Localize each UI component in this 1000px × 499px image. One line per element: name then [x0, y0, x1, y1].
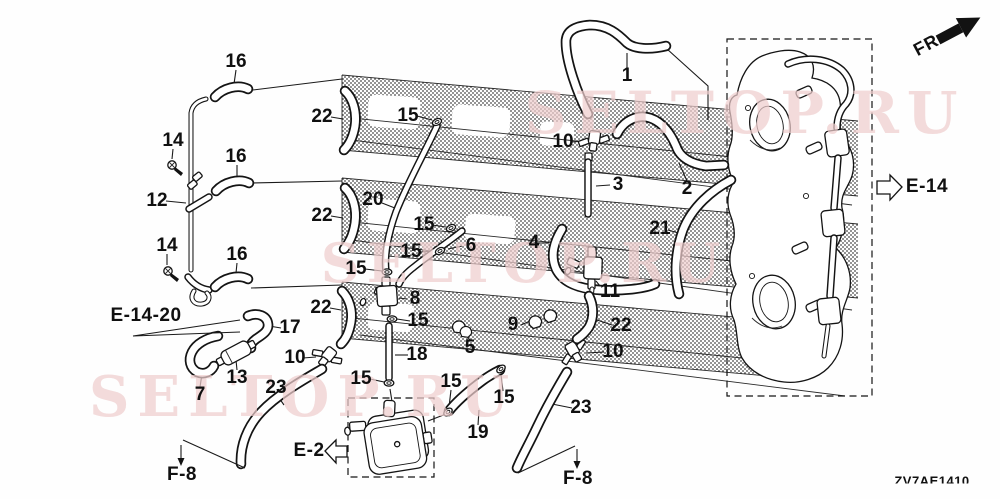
callout-16: 16 [225, 51, 247, 72]
hose-4 [547, 223, 661, 296]
ref-label-e-2: E-2 [293, 440, 325, 461]
callout-5: 5 [464, 337, 476, 358]
engine-assembly [727, 49, 855, 384]
hose-22-group [335, 85, 361, 350]
hose-7 [184, 330, 224, 379]
callout-15: 15 [493, 387, 515, 408]
callout-8: 8 [409, 288, 421, 309]
ref-label-e-14-20: E-14-20 [110, 305, 182, 326]
figure-code: ZV7AE1410 [894, 474, 970, 484]
valve-13 [215, 339, 257, 367]
callout-23: 23 [265, 377, 287, 398]
callout-21: 21 [649, 218, 671, 239]
callout-9: 9 [507, 314, 519, 335]
joint-8 [359, 276, 399, 316]
ref-label-f-8: F-8 [167, 464, 197, 485]
callout-15: 15 [413, 214, 435, 235]
callout-10: 10 [602, 341, 624, 362]
callout-15: 15 [350, 368, 372, 389]
callout-22: 22 [311, 106, 333, 127]
callout-15: 15 [397, 105, 419, 126]
ref-label-e-14: E-14 [905, 176, 949, 197]
callout-22: 22 [310, 297, 332, 318]
callout-4: 4 [528, 232, 540, 253]
hose-23-right [511, 366, 573, 474]
screw-14 [163, 266, 179, 282]
callout-11: 11 [599, 281, 621, 302]
callout-17: 17 [279, 317, 301, 338]
hose-1 [560, 19, 672, 120]
callout-15: 15 [400, 241, 422, 262]
callout-7: 7 [194, 384, 206, 405]
f8-arrow-right [517, 445, 581, 474]
hose-23-left [235, 363, 328, 470]
callout-14: 14 [162, 130, 184, 151]
screw-14 [167, 160, 183, 176]
f8-arrow-left [177, 439, 246, 469]
callout-20: 20 [362, 189, 384, 210]
ref-label-f-8: F-8 [563, 468, 593, 489]
hose-19 [443, 364, 506, 417]
callout-22: 22 [610, 315, 632, 336]
left-pipe-assembly [163, 81, 255, 307]
center-tube-chain [359, 122, 466, 422]
callout-6: 6 [465, 235, 477, 256]
callout-3: 3 [612, 174, 624, 195]
callout-16: 16 [226, 244, 248, 265]
callout-23: 23 [570, 397, 592, 418]
callout-14: 14 [156, 235, 178, 256]
callout-13: 13 [226, 367, 248, 388]
hose-21 [670, 174, 737, 300]
callout-10: 10 [284, 347, 306, 368]
callout-22: 22 [311, 205, 333, 226]
hose-2 [611, 111, 730, 172]
callout-15: 15 [407, 310, 429, 331]
callout-1: 1 [621, 65, 633, 86]
callout-16: 16 [225, 146, 247, 167]
callout-15: 15 [345, 258, 367, 279]
engine-dashed-box [726, 38, 873, 397]
e2-arrow-icon [324, 438, 348, 465]
callout-19: 19 [467, 422, 489, 443]
callout-12: 12 [146, 190, 168, 211]
callout-2: 2 [681, 178, 693, 199]
e14-20-arrow-icon [132, 319, 241, 337]
callout-18: 18 [406, 344, 428, 365]
tube-3 [584, 152, 593, 218]
joint-11 [564, 246, 603, 302]
callout-15: 15 [440, 371, 462, 392]
e14-arrow-icon [876, 173, 903, 202]
callout-10: 10 [552, 131, 574, 152]
fr-arrow-icon [935, 17, 981, 45]
valve-dashed-box [347, 397, 435, 478]
hose-22-right [571, 290, 598, 345]
purge-valve-canister [344, 399, 433, 475]
